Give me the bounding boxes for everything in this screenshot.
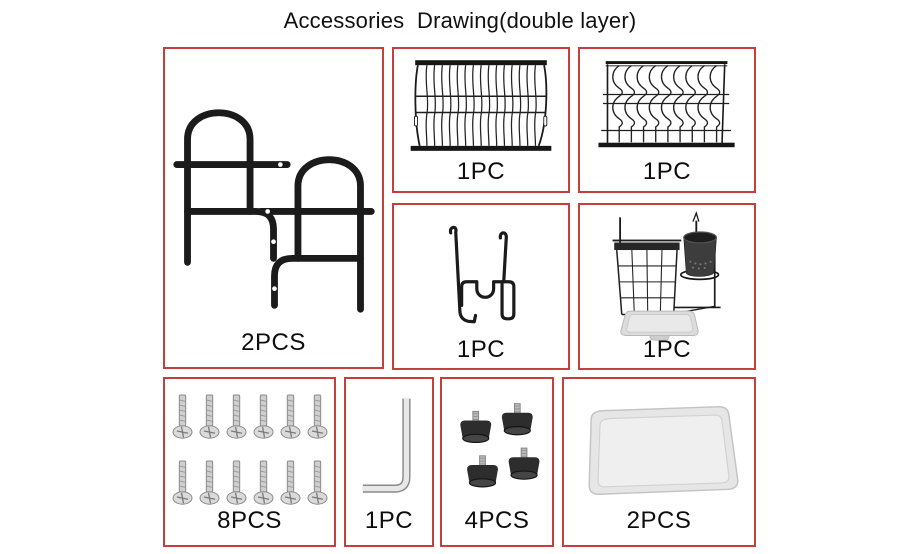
qty-label: 1PC [456, 336, 506, 363]
dish-rack-wavy-drawing [598, 61, 735, 148]
cutlery-holder-drawing [612, 211, 721, 341]
panel-dish-rack-wavy: 1PC [578, 47, 756, 193]
side-frames-drawing [165, 59, 382, 317]
panel-allen-key: 1PC [344, 377, 434, 547]
panel-dish-rack-flat: 1PC [392, 47, 570, 193]
hanging-bracket-drawing [448, 225, 516, 324]
qty-label: 4PCS [464, 507, 530, 534]
qty-label: 1PC [364, 507, 414, 534]
drip-tray-drawing [588, 405, 739, 495]
panel-rubber-feet: 4PCS [440, 377, 554, 547]
qty-label: 8PCS [217, 507, 282, 534]
qty-label: 2PCS [241, 329, 306, 356]
panel-side-frames: 2PCS [163, 47, 384, 369]
qty-label: 2PCS [626, 507, 692, 534]
panel-screws: 8PCS [163, 377, 336, 547]
rubber-feet-drawing [459, 403, 541, 488]
panel-cutlery-holder: 1PC [578, 203, 756, 370]
panel-hanging-bracket: 1PC [392, 203, 570, 370]
panel-drip-tray: 2PCS [562, 377, 756, 547]
screws-drawing [171, 394, 328, 505]
qty-label: 1PC [642, 336, 692, 363]
page-title: Accessories Drawing(double layer) [283, 8, 637, 33]
qty-label: 1PC [456, 158, 506, 185]
qty-label: 1PC [642, 158, 692, 185]
dish-rack-flat-drawing [410, 60, 552, 151]
allen-key-drawing [362, 398, 411, 493]
